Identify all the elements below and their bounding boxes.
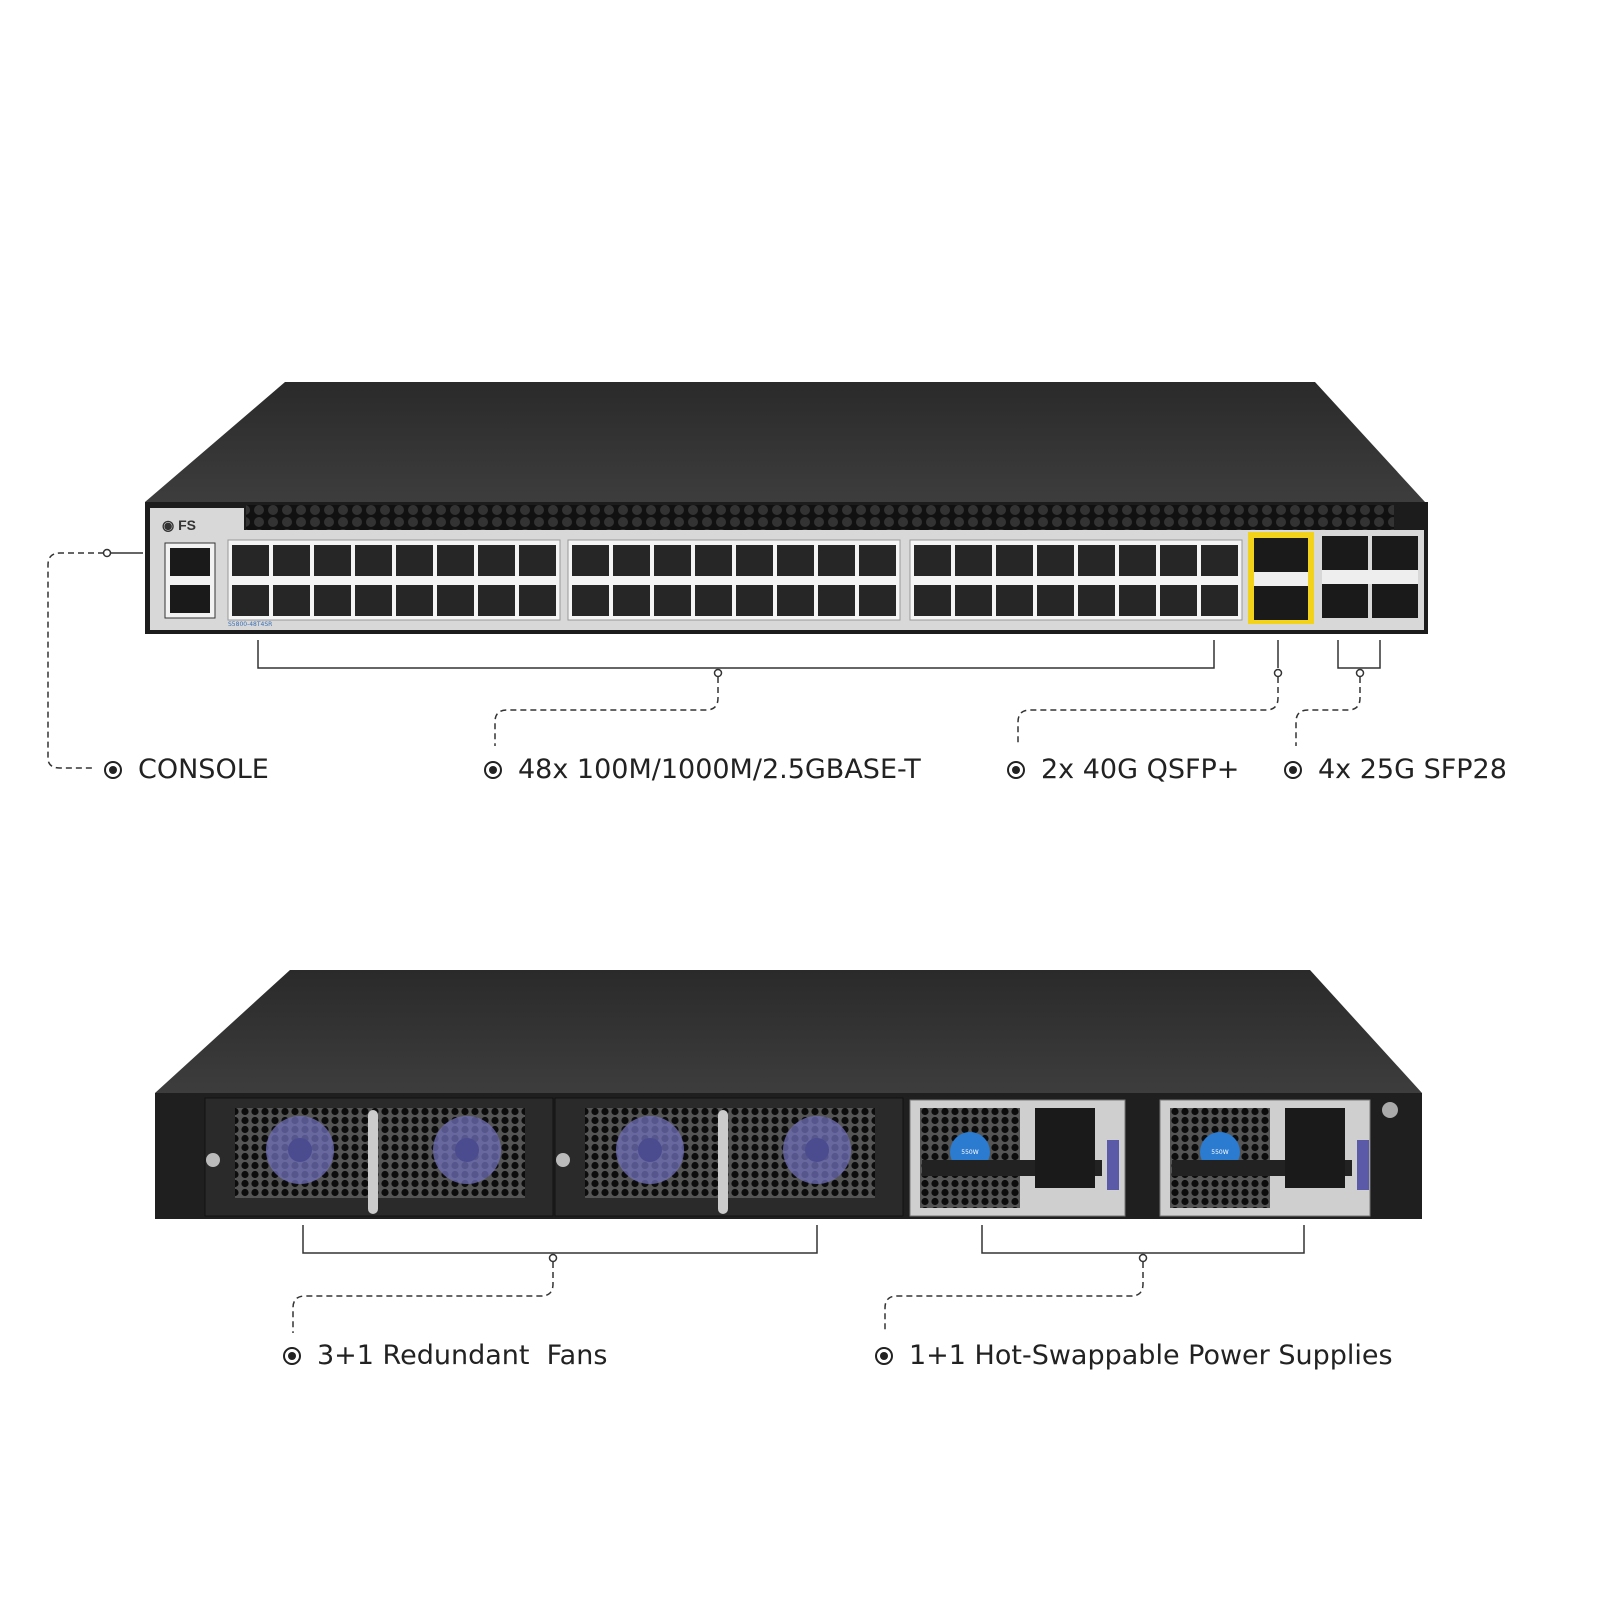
rj45-port	[914, 545, 951, 576]
rj45-port	[572, 545, 609, 576]
rj45-port	[695, 545, 732, 576]
sfp28-ports	[1322, 536, 1418, 618]
bullet-icon	[104, 760, 122, 779]
fan-modules	[204, 1097, 904, 1217]
fan-handle	[368, 1110, 378, 1214]
rj45-port	[955, 585, 992, 616]
rear-chassis-top	[155, 970, 1422, 1093]
callout-console: CONSOLE	[104, 756, 269, 783]
rj45-port	[519, 585, 556, 616]
rj45-port	[572, 585, 609, 616]
rj45-port	[996, 545, 1033, 576]
rj45-port	[232, 545, 269, 576]
console-port	[170, 585, 210, 613]
ac-inlet-icon	[1035, 1108, 1095, 1188]
rj45-port	[314, 545, 351, 576]
rj45-port	[1037, 585, 1074, 616]
qsfp-ports	[1254, 538, 1308, 620]
rj45-port	[818, 545, 855, 576]
sfp28-port	[1322, 584, 1368, 618]
callout-sfp28: 4x 25G SFP28	[1284, 756, 1507, 783]
sfp28-port	[1322, 536, 1368, 570]
sfp28-port	[1372, 536, 1418, 570]
rj45-port	[1119, 585, 1156, 616]
callout-qsfp: 2x 40G QSFP+	[1007, 756, 1239, 783]
rj45-port	[1201, 545, 1238, 576]
rj45-port	[1160, 545, 1197, 576]
rj45-port	[859, 545, 896, 576]
rj45-port	[355, 585, 392, 616]
rj45-port	[478, 545, 515, 576]
rj45-port	[859, 585, 896, 616]
svg-text:550W: 550W	[961, 1149, 978, 1156]
psu-latch	[1357, 1140, 1369, 1190]
rj45-port	[777, 545, 814, 576]
callout-rj45: 48x 100M/1000M/2.5GBASE-T	[484, 756, 921, 783]
rj45-port	[777, 585, 814, 616]
ac-inlet-icon	[1285, 1108, 1345, 1188]
rj45-port	[355, 545, 392, 576]
callout-lines	[47, 548, 1381, 1333]
bullet-icon	[283, 1346, 301, 1365]
rj45-port	[232, 585, 269, 616]
rj45-port	[613, 545, 650, 576]
svg-text:550W: 550W	[1211, 1149, 1228, 1156]
rj45-port	[1078, 585, 1115, 616]
rj45-port	[396, 545, 433, 576]
callout-fans: 3+1 Redundant Fans	[283, 1342, 607, 1369]
fan-handle	[718, 1110, 728, 1214]
front-chassis-top	[145, 382, 1425, 502]
psu-latch	[1107, 1140, 1119, 1190]
rj45-port	[1201, 585, 1238, 616]
rj45-port	[396, 585, 433, 616]
rj45-port-grid	[227, 539, 1243, 621]
rj45-port	[1160, 585, 1197, 616]
console-port	[170, 548, 210, 576]
rj45-port	[996, 585, 1033, 616]
sfp28-port	[1372, 584, 1418, 618]
rj45-port	[695, 585, 732, 616]
rj45-port	[478, 585, 515, 616]
rj45-port	[818, 585, 855, 616]
model-label: S5800-48T4SR	[228, 621, 272, 628]
rj45-port	[736, 545, 773, 576]
rj45-port	[654, 585, 691, 616]
rj45-port	[736, 585, 773, 616]
rj45-port	[1119, 545, 1156, 576]
bullet-icon	[484, 760, 502, 779]
bullet-icon	[875, 1346, 893, 1365]
rj45-port	[273, 585, 310, 616]
fs-logo: ◉ FS	[162, 517, 196, 533]
rj45-port	[314, 585, 351, 616]
rj45-port	[1078, 545, 1115, 576]
rj45-port	[955, 545, 992, 576]
qsfp-port	[1254, 538, 1308, 572]
rear-view: 550W 550W	[155, 970, 1422, 1219]
bullet-icon	[1284, 760, 1302, 779]
rj45-port	[613, 585, 650, 616]
rj45-port	[437, 585, 474, 616]
rj45-port	[1037, 545, 1074, 576]
callout-psu: 1+1 Hot-Swappable Power Supplies	[875, 1342, 1393, 1369]
bullet-icon	[1007, 760, 1025, 779]
front-view: ◉ FS S5800-48T4SR	[145, 382, 1428, 634]
power-supplies: 550W 550W	[909, 1099, 1371, 1217]
console-ports	[164, 542, 216, 619]
rj45-port	[437, 545, 474, 576]
vent-strip	[246, 505, 1394, 530]
rj45-port	[273, 545, 310, 576]
qsfp-port	[1254, 586, 1308, 620]
rj45-port	[519, 545, 556, 576]
rj45-port	[914, 585, 951, 616]
rj45-port	[654, 545, 691, 576]
